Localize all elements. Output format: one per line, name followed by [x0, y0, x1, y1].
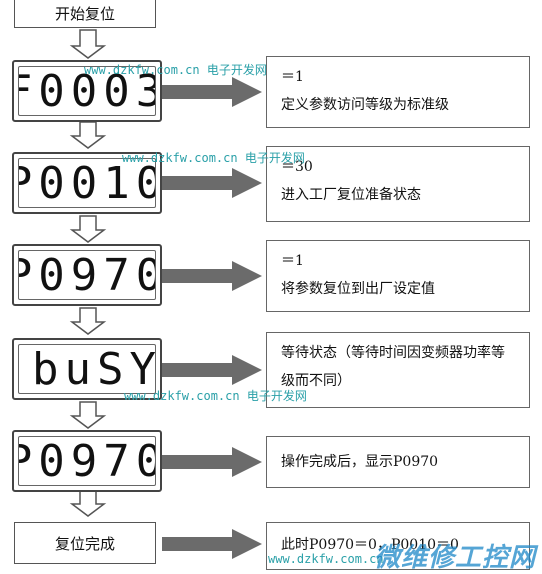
down-arrow — [69, 215, 107, 243]
note-step-3: ＝1 将参数复位到出厂设定值 — [266, 240, 530, 312]
right-arrow — [162, 261, 262, 291]
note-desc: 此时P0970＝0，P0010＝0 — [281, 537, 459, 553]
lcd-text: P0010 — [19, 158, 155, 208]
reset-complete-box: 复位完成 — [14, 522, 156, 564]
watermark: www.dzkfw.com.cn 电子开发网 — [84, 63, 267, 77]
note-step-2: ＝30 进入工厂复位准备状态 — [266, 146, 530, 222]
watermark: www.dzkfw.com.cn 电子开发网 — [124, 389, 307, 403]
note-desc: 将参数复位到出厂设定值 — [281, 281, 435, 297]
down-arrow — [69, 307, 107, 335]
down-arrow — [69, 29, 107, 59]
lcd-display-p0970: P0970 — [12, 244, 162, 306]
right-arrow — [162, 529, 262, 559]
note-desc: 等待状态（等待时间因变频器功率等级而不同） — [281, 345, 505, 389]
lcd-text: P0970 — [19, 250, 155, 300]
note-desc: 定义参数访问等级为标准级 — [281, 97, 449, 113]
note-value: ＝1 — [281, 69, 304, 85]
lcd-display-busy: buSY — [12, 338, 162, 400]
reset-complete-label: 复位完成 — [54, 534, 115, 553]
lcd-text: F0003 — [19, 66, 155, 116]
lcd-text: buSY — [32, 344, 155, 394]
lcd-display-f0003: F0003 — [12, 60, 162, 122]
note-value: ＝30 — [281, 159, 313, 175]
right-arrow — [162, 77, 262, 107]
right-arrow — [162, 355, 262, 385]
note-desc: 操作完成后，显示P0970 — [281, 454, 439, 470]
lcd-display-p0970-done: P0970 — [12, 430, 162, 492]
note-step-5: 操作完成后，显示P0970 — [266, 436, 530, 488]
down-arrow — [69, 401, 107, 429]
lcd-text: P0970 — [19, 436, 155, 486]
down-arrow — [69, 487, 107, 517]
site-logo: 微维修工控网 — [373, 543, 536, 573]
right-arrow — [162, 447, 262, 477]
note-desc: 进入工厂复位准备状态 — [281, 187, 421, 203]
watermark: www.dzkfw.com.cn — [268, 552, 384, 566]
note-value: ＝1 — [281, 253, 304, 269]
start-reset-box: 开始复位 — [14, 0, 156, 28]
note-step-4: 等待状态（等待时间因变频器功率等级而不同） — [266, 332, 530, 408]
note-step-6: 此时P0970＝0，P0010＝0 — [266, 522, 530, 570]
start-reset-label: 开始复位 — [54, 4, 115, 23]
right-arrow — [162, 168, 262, 198]
note-step-1: ＝1 定义参数访问等级为标准级 — [266, 56, 530, 128]
watermark: www.dzkfw.com.cn 电子开发网 — [122, 151, 305, 165]
lcd-display-p0010: P0010 — [12, 152, 162, 214]
down-arrow — [69, 121, 107, 149]
